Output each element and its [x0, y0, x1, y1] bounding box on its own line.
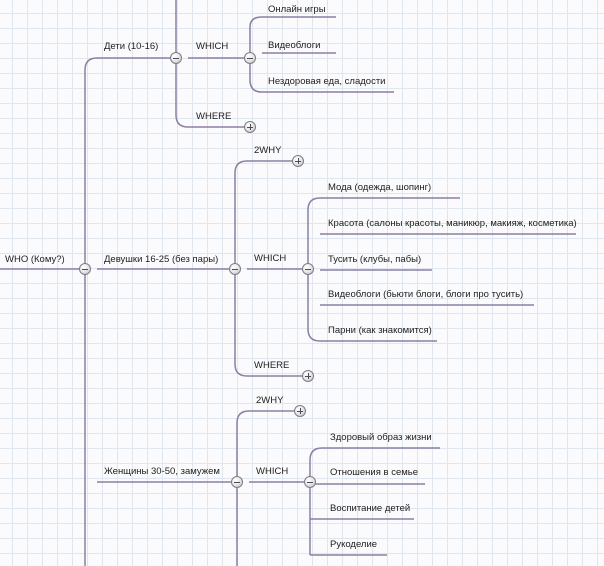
collapse-root-minus-icon[interactable] [79, 263, 91, 275]
expand-girls-why-plus-icon[interactable] [292, 155, 304, 167]
collapse-girls-minus-icon[interactable] [229, 263, 241, 275]
collapse-kids-which-minus-icon[interactable] [244, 52, 256, 64]
collapse-women-minus-icon[interactable] [231, 476, 243, 488]
collapse-kids-minus-icon[interactable] [170, 52, 182, 64]
expand-girls-where-plus-icon[interactable] [302, 370, 314, 382]
collapse-girls-which-minus-icon[interactable] [302, 263, 314, 275]
expand-women-why-plus-icon[interactable] [294, 405, 306, 417]
collapse-women-which-minus-icon[interactable] [304, 476, 316, 488]
expand-kids-where-plus-icon[interactable] [244, 121, 256, 133]
